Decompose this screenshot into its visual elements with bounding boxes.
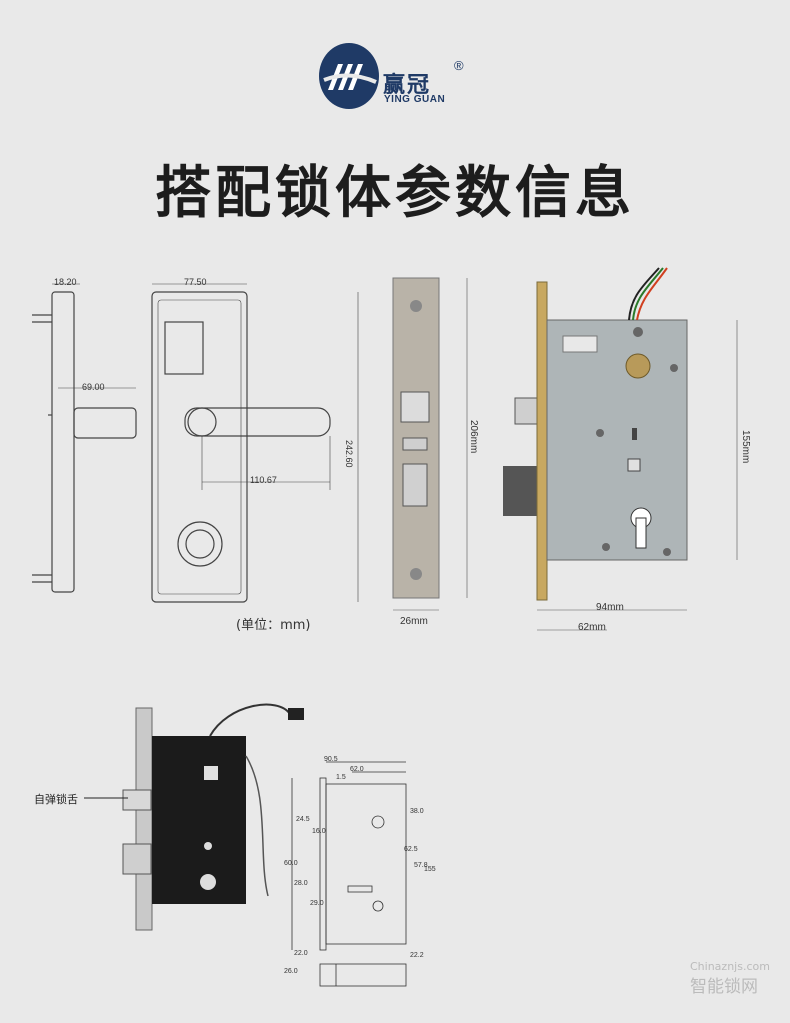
page-title: 搭配锁体参数信息 <box>155 161 635 226</box>
callout-leader <box>84 797 128 799</box>
tech-dim-16-0: 16.0 <box>312 828 326 835</box>
dim-handle-length: 110.67 <box>250 475 277 485</box>
dim-backset: 62mm <box>578 622 606 633</box>
tech-dim-38-0: 38.0 <box>410 808 424 815</box>
tech-dim-1-5: 1.5 <box>336 774 346 781</box>
brand-name-en: YING GUAN <box>384 94 446 105</box>
tech-dim-22-0: 22.0 <box>294 950 308 957</box>
tech-dim-26-0: 26.0 <box>284 968 298 975</box>
tech-dim-60-0: 60.0 <box>284 860 298 867</box>
tech-drawing <box>291 761 407 987</box>
dim-faceplate-width: 26mm <box>400 616 428 627</box>
tech-dim-62-5: 62.5 <box>404 846 418 853</box>
dim-body-depth: 94mm <box>596 602 624 613</box>
black-mortise-photo <box>122 703 304 931</box>
tech-dim-22-2: 22.2 <box>410 952 424 959</box>
dim-body-height: 155mm <box>740 430 751 464</box>
handle-drawing <box>32 283 359 603</box>
unit-note: (单位：mm) <box>236 618 311 633</box>
dim-plate-thickness: 18.20 <box>54 277 77 287</box>
tech-dim-62-0: 62.0 <box>350 766 364 773</box>
watermark-name: 智能锁网 <box>690 977 758 997</box>
dim-handle-projection: 69.00 <box>82 382 105 392</box>
dim-plate-height: 242.60 <box>344 440 354 468</box>
tech-dim-28-0: 28.0 <box>294 880 308 887</box>
watermark-url: Chinaznjs.com <box>690 960 770 973</box>
tech-dim-155: 155 <box>424 866 436 873</box>
tech-dim-57-8: 57.8 <box>414 862 428 869</box>
brand-name-cn: 赢冠 <box>383 73 432 98</box>
tech-dim-24-5: 24.5 <box>296 816 310 823</box>
registered-mark: ® <box>454 58 464 73</box>
brand-logo-icon <box>319 43 379 109</box>
latch-callout: 自弹锁舌 <box>34 793 78 806</box>
tech-dim-29-0: 29.0 <box>310 900 324 907</box>
dim-faceplate-length: 206mm <box>468 420 479 454</box>
dim-plate-width: 77.50 <box>184 277 207 287</box>
tech-dim-90-5: 90.5 <box>324 756 338 763</box>
mortise-lock-photo <box>392 267 738 631</box>
